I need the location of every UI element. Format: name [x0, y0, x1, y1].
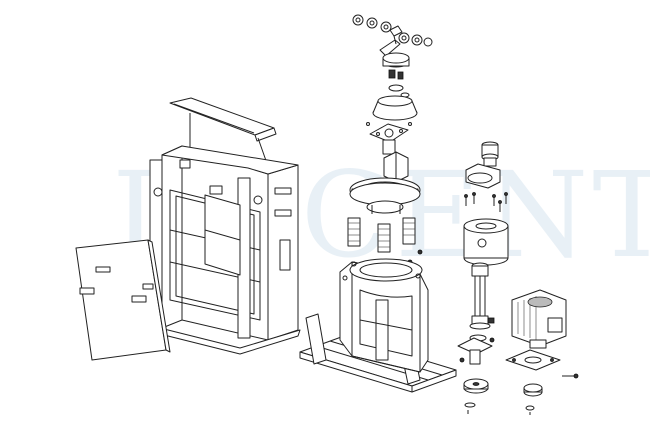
drive-shaft-assembly: [457, 141, 509, 414]
cabinet-front-panel: [75, 239, 171, 361]
motor-assembly: [505, 289, 579, 415]
cabinet: [75, 97, 301, 361]
spring-baskets: [347, 217, 423, 265]
turntable-assembly: [349, 151, 421, 214]
base-frame: [299, 258, 457, 393]
top-linkage-assembly: [352, 14, 433, 155]
cabinet-frame: [149, 145, 301, 355]
housing-bolts: [464, 192, 508, 212]
